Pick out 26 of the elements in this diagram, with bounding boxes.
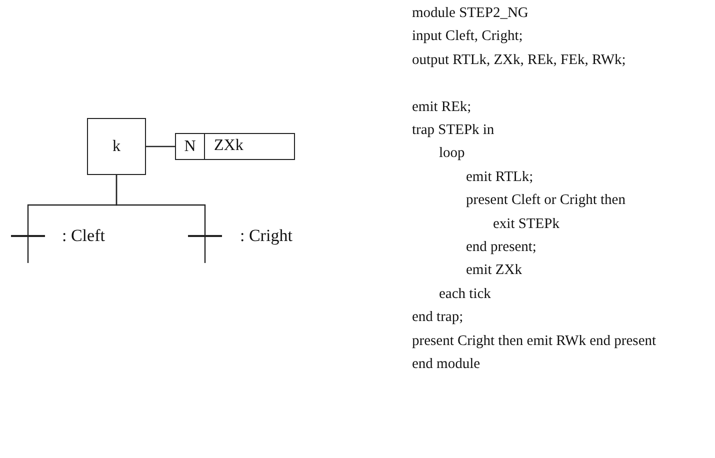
code-line: present Cleft or Cright then <box>466 191 626 210</box>
code-line: emit ZXk <box>466 261 522 280</box>
connector-line <box>116 175 206 235</box>
action-box <box>175 133 295 160</box>
connector-line <box>204 237 206 263</box>
step-box <box>87 118 146 175</box>
step-label: k <box>112 138 122 156</box>
code-line: each tick <box>439 284 491 303</box>
connector-line <box>27 237 29 263</box>
code-line: module STEP2_NG <box>412 4 528 22</box>
code-line: loop <box>439 144 465 162</box>
connector-line <box>146 146 175 148</box>
code-line: trap STEPk in <box>412 121 494 139</box>
code-line: emit REk; <box>412 98 472 116</box>
code-line: output RTLk, ZXk, REk, FEk, RWk; <box>412 50 626 69</box>
code-line: exit STEPk <box>493 214 560 233</box>
transition-condition: : Cright <box>240 227 292 245</box>
code-line: end trap; <box>412 308 464 326</box>
action-name: ZXk <box>214 137 244 155</box>
code-line: end present; <box>466 238 536 256</box>
transition-condition: : Cleft <box>62 227 105 245</box>
code-line: end module <box>412 355 480 373</box>
code-line: emit RTLk; <box>466 168 534 186</box>
action-qualifier: N <box>176 134 205 159</box>
code-line: input Cleft, Cright; <box>412 27 523 46</box>
code-line: present Cright then emit RWk end present <box>412 332 656 350</box>
